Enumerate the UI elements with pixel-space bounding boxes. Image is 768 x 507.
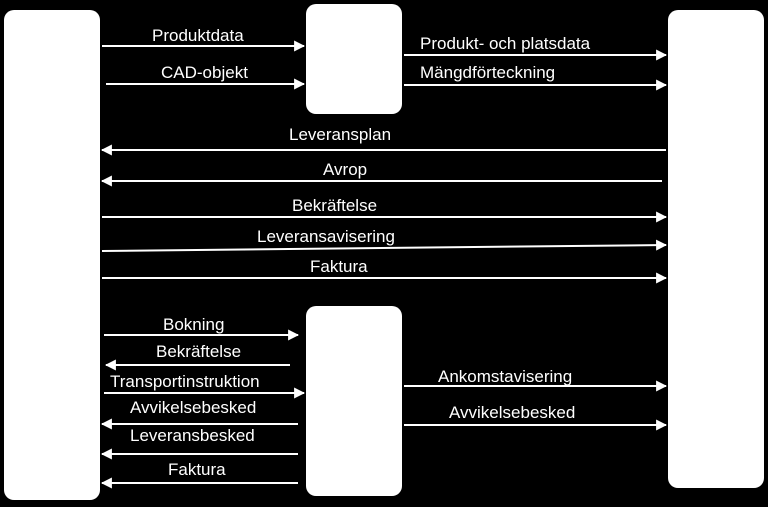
right-actor-box <box>668 10 764 488</box>
message-label: Leveransbesked <box>130 426 255 445</box>
bottom-middle-actor-box <box>306 306 402 496</box>
message-label: Mängdförteckning <box>420 63 555 82</box>
message-ankomstavisering: Ankomstavisering <box>404 367 668 392</box>
top-middle-actor-box <box>306 4 402 114</box>
message-avvikelsebesked-forward: Avvikelsebesked <box>404 403 668 431</box>
message-label: Produktdata <box>152 26 244 45</box>
message-label: Leveransplan <box>289 125 391 144</box>
message-produkt-och-platsdata: Produkt- och platsdata <box>404 34 668 61</box>
message-avvikelsebesked: Avvikelsebesked <box>100 398 298 430</box>
message-label: Faktura <box>310 257 368 276</box>
message-label: Avvikelsebesked <box>449 403 575 422</box>
message-produktdata: Produktdata <box>102 26 306 52</box>
message-faktura-return: Faktura <box>100 460 298 489</box>
message-bokning: Bokning <box>104 315 300 341</box>
message-label: Faktura <box>168 460 226 479</box>
message-label: Avrop <box>323 160 367 179</box>
message-cad-objekt: CAD-objekt <box>106 63 306 90</box>
message-label: Leveransavisering <box>257 227 395 246</box>
message-faktura: Faktura <box>102 257 668 284</box>
message-label: Bekräftelse <box>292 196 377 215</box>
message-label: Bokning <box>163 315 224 334</box>
message-leveransavisering: Leveransavisering <box>101 227 668 252</box>
message-leveransplan: Leveransplan <box>100 125 666 156</box>
left-actor-box <box>4 10 100 500</box>
message-bekraftelse: Bekräftelse <box>102 196 668 223</box>
message-arrow <box>101 239 668 252</box>
message-transportinstruktion: Transportinstruktion <box>104 372 306 399</box>
message-mangdforteckning: Mängdförteckning <box>404 63 668 91</box>
message-avrop: Avrop <box>100 160 662 187</box>
message-label: Ankomstavisering <box>438 367 572 386</box>
message-bekraftelse-return: Bekräftelse <box>104 342 290 371</box>
message-label: Produkt- och platsdata <box>420 34 591 53</box>
message-leveransbesked: Leveransbesked <box>100 426 298 460</box>
message-label: Transportinstruktion <box>110 372 260 391</box>
message-label: Avvikelsebesked <box>130 398 256 417</box>
message-label: Bekräftelse <box>156 342 241 361</box>
message-label: CAD-objekt <box>161 63 248 82</box>
